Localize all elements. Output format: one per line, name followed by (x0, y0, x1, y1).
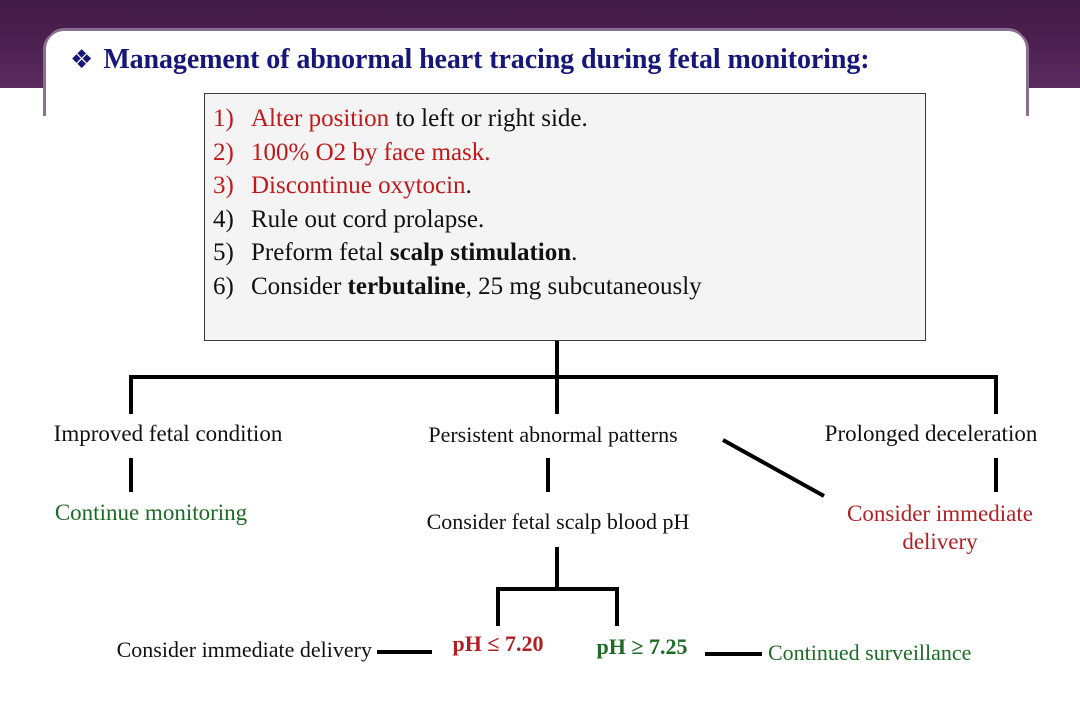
step-6-part-3: , 25 mg subcutaneously (465, 272, 702, 300)
node-improved-fetal-condition: Improved fetal condition (53, 421, 283, 446)
title-row: ❖ Management of abnormal heart tracing d… (70, 44, 870, 76)
step-2-part-1: 100% O2 by face mask. (251, 138, 491, 166)
node-continued-surveillance: Continued surveillance (768, 640, 972, 665)
step-4-part-1: Rule out cord prolapse. (251, 205, 485, 233)
header-band: ❖ Management of abnormal heart tracing d… (0, 0, 1080, 116)
connector-diagonal-to-immediate-delivery (722, 438, 825, 498)
node-prolonged-deceleration: Prolonged deceleration (824, 421, 1038, 446)
step-item-3: 3) Discontinue oxytocin. (213, 169, 925, 203)
node-persistent-abnormal-patterns: Persistent abnormal patterns (428, 422, 678, 447)
node-ph-low-label: pH ≤ 7.20 (452, 631, 544, 656)
node-right-outcome-line1: Consider immediate (847, 501, 1033, 526)
node-right-outcome-line2: delivery (902, 529, 978, 554)
diamond-bullet-icon: ❖ (70, 45, 94, 75)
node-ph-high-label: pH ≥ 7.25 (596, 634, 688, 659)
step-6-part-1: Consider (251, 272, 348, 300)
step-item-6: 6) Consider terbutaline, 25 mg subcutaneo… (213, 270, 925, 304)
step-1-part-1: Alter position (251, 105, 390, 132)
step-5-part-2: scalp stimulation (389, 239, 572, 266)
step-number-6: 6) (213, 272, 234, 300)
step-item-5: 5) Preform fetal scalp stimulation. (213, 236, 925, 270)
step-3-part-1: Discontinue oxytocin (251, 172, 466, 199)
step-1-part-2: to left or right side. (389, 105, 588, 132)
step-number-3: 3) (213, 172, 234, 199)
step-5-part-1: Preform fetal (251, 239, 390, 266)
step-number-4: 4) (213, 205, 234, 233)
step-number-1: 1) (213, 105, 234, 132)
step-3-part-2: . (465, 172, 472, 199)
step-item-4: 4) Rule out cord prolapse. (213, 203, 925, 237)
step-number-2: 2) (213, 138, 234, 166)
node-consider-immediate-delivery-right: Consider immediate delivery (824, 500, 1056, 556)
management-steps-box: 1)Alter position to left or right side. … (204, 93, 926, 341)
page-title: Management of abnormal heart tracing dur… (103, 44, 870, 75)
step-number-5: 5) (213, 239, 234, 266)
step-5-part-3: . (571, 239, 578, 266)
node-consider-immediate-delivery-left: Consider immediate delivery (116, 637, 372, 662)
step-item-1: 1) Alter position to left or right side. (213, 102, 925, 136)
step-6-part-2: terbutaline (347, 272, 466, 300)
node-continue-monitoring: Continue monitoring (54, 500, 248, 525)
step-item-2: 2) 100% O2 by face mask. (213, 136, 925, 170)
node-consider-fetal-scalp-blood-ph: Consider fetal scalp blood pH (426, 509, 690, 534)
